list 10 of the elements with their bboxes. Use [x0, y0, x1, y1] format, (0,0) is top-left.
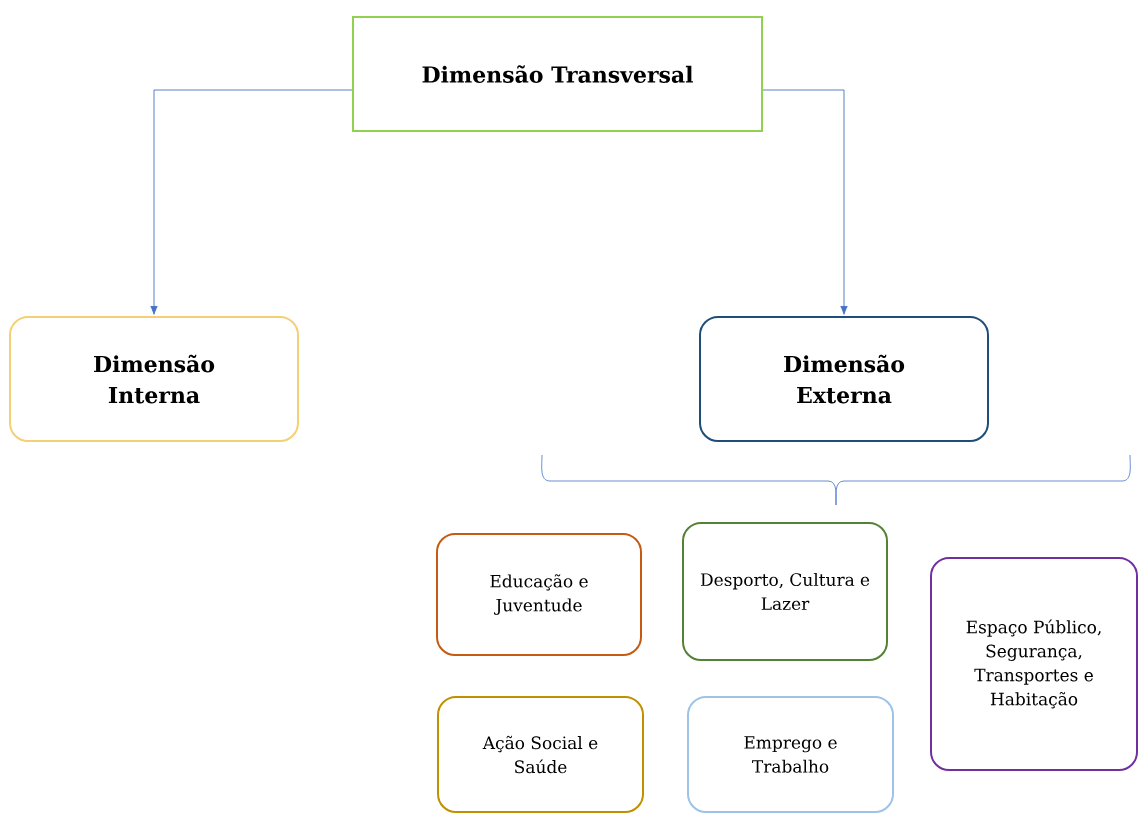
title-box: Dimensão Transversal — [352, 16, 763, 132]
arrow — [762, 89, 848, 315]
arrow — [150, 89, 353, 315]
area-box: Educação e Juventude — [436, 533, 642, 656]
dimension-box: Dimensão Interna — [9, 316, 299, 442]
area-box: Ação Social e Saúde — [437, 696, 644, 813]
dimension-box: Dimensão Externa — [699, 316, 989, 442]
area-box: Desporto, Cultura e Lazer — [682, 522, 888, 661]
area-box: Espaço Público, Segurança, Transportes e Habitação — [930, 557, 1138, 771]
area-box: Emprego e Trabalho — [687, 696, 894, 813]
